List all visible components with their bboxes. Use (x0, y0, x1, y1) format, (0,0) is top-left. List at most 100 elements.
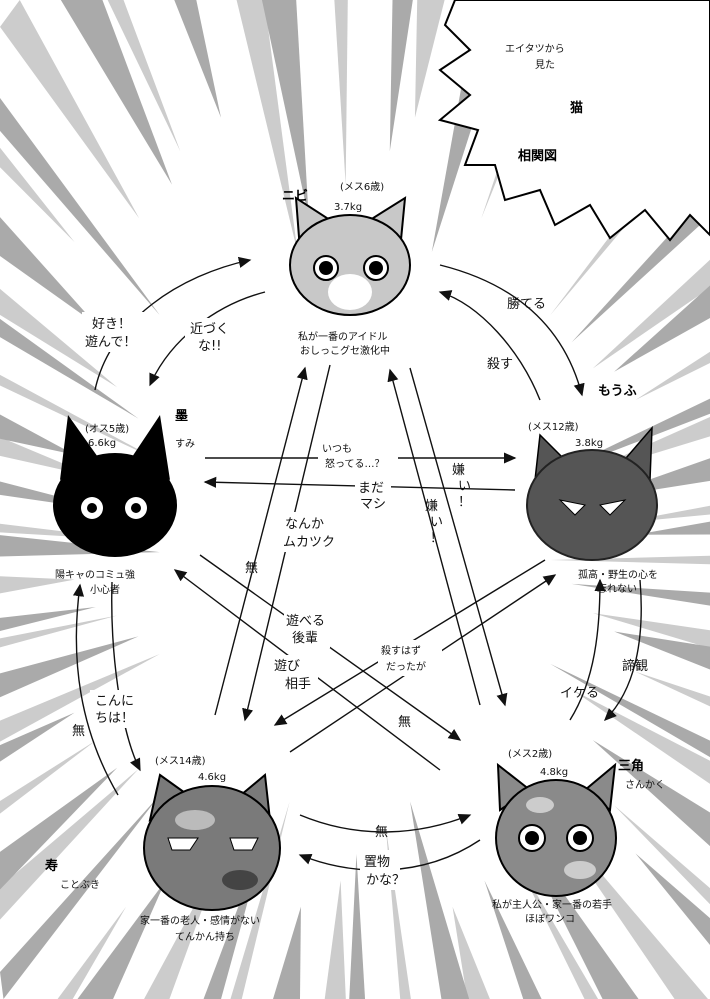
label-sumi-nibi-2: 遊んで！ (85, 335, 136, 350)
speed-line (0, 712, 75, 762)
speed-line (0, 0, 140, 219)
speed-line (614, 505, 710, 524)
cat-desc: 私が一番のアイドル (298, 330, 388, 343)
cat-head-kotobuki (143, 785, 281, 911)
speed-line (592, 613, 710, 649)
speed-line (0, 147, 75, 243)
speed-line (550, 555, 710, 565)
speed-line (571, 583, 710, 606)
cat-head-sankaku (495, 779, 617, 897)
label-sankaku-nibi-2: い (430, 515, 443, 530)
title-burst: エイタツから 見た 猫 相関図 (437, 0, 710, 242)
cat-reading: さんかく (625, 779, 665, 791)
arrow-sumi-kotobuki (111, 581, 141, 772)
cat-sankaku: 三角 さんかく (メス2歳) 4.8kg 私が主人公・家一番の若手 ほぼワンコ (492, 748, 665, 925)
speed-line (273, 906, 301, 999)
label-sankaku-sumi-1: 遊び (274, 659, 300, 674)
cat-head-nibi (289, 214, 411, 316)
cat-weight: 6.6kg (88, 438, 116, 449)
speed-line (77, 880, 166, 999)
cat-desc: 小心者 (90, 584, 120, 596)
speed-line (0, 414, 75, 455)
label-sumi-nibi-1: 好き！ (92, 317, 131, 332)
label-nibi-moufu: 勝てる (507, 297, 546, 312)
speed-line (0, 607, 96, 632)
cat-info: (オス5歳) (85, 423, 129, 435)
cat-weight: 3.8kg (575, 438, 603, 449)
speed-line (592, 740, 710, 847)
arrow-kotobuki-sankaku (299, 813, 472, 833)
label-nibi-sankaku-2: い (458, 479, 471, 494)
speed-line (484, 880, 542, 999)
speed-line (452, 906, 490, 999)
label-sankaku-nibi-3: ！ (430, 531, 443, 546)
label-nibi-kotobuki-2: ムカツク (283, 535, 335, 550)
cat-name: 寿 (45, 858, 58, 874)
label-moufu-sumi-1: まだ (358, 481, 384, 496)
label-sumi-sankaku-1: 遊べる (286, 614, 325, 629)
cat-reading: すみ (175, 438, 195, 450)
speed-line (614, 631, 710, 670)
cat-desc: おしっこグセ激化中 (300, 344, 390, 357)
label-sankaku-kotobuki-2: かな？ (366, 873, 405, 888)
speed-line (0, 767, 118, 890)
cat-desc: 家一番の老人・感情がない (140, 914, 260, 927)
label-sumi-sankaku-2: 後輩 (292, 631, 318, 646)
label-kotobuki-nibi: 無 (245, 561, 258, 576)
speed-line (0, 318, 139, 419)
arrow-kotobuki-sumi (72, 583, 119, 796)
cat-sumi: 墨 すみ (オス5歳) 6.6kg 陽キャのコミュ強 小心者 (53, 409, 195, 596)
speed-line (0, 769, 139, 920)
speed-line (0, 374, 160, 462)
speed-line (0, 576, 75, 594)
speed-line (389, 0, 413, 152)
speed-line (571, 689, 710, 784)
speed-line (0, 288, 118, 388)
label-kotobuki-sumi: 無 (72, 724, 85, 739)
label-moufu-kotobuki-1: 殺すはず (381, 644, 421, 657)
speed-line (385, 827, 411, 999)
cat-name: 三角 (618, 758, 644, 774)
arrow-sankaku-moufu (569, 578, 606, 721)
cat-desc: ほぼワンコ (525, 913, 575, 925)
speed-line (60, 0, 173, 185)
cat-desc: 私が主人公・家一番の若手 (492, 898, 612, 911)
speed-line (635, 853, 710, 945)
arrow-moufu-sankaku (604, 579, 642, 721)
title-main1: 猫 (570, 100, 583, 116)
arrow-sankaku-nibi (387, 368, 481, 706)
cat-name: もうふ (598, 384, 637, 399)
cat-info: (メス14歳) (155, 755, 206, 767)
label-sankaku-sumi-2: 相手 (285, 677, 311, 692)
cat-desc: 陽キャのコミュ強 (55, 568, 135, 581)
speed-line (174, 0, 221, 118)
cat-desc: 忘れない (597, 582, 637, 595)
label-sumi-moufu-2: 怒ってる…？ (325, 457, 385, 470)
speed-line (107, 0, 181, 152)
cat-moufu: もうふ (メス12歳) 3.8kg 孤高・野生の心を 忘れない (526, 384, 658, 595)
label-sumi-kotobuki-1: こんに (95, 694, 134, 709)
arrow-nibi-moufu (439, 264, 585, 397)
speed-line (635, 521, 710, 535)
cat-name: 墨 (175, 409, 188, 424)
speed-line (614, 805, 710, 905)
arrow-kotobuki-nibi (214, 366, 308, 716)
label-moufu-nibi: 殺す (487, 357, 513, 372)
speed-line (324, 880, 346, 999)
label-moufu-kotobuki-2: だったが (386, 660, 426, 673)
speed-line (349, 854, 366, 999)
speed-line (0, 740, 96, 814)
speed-line (614, 285, 710, 372)
speed-line (516, 827, 639, 999)
label-sankaku-nibi-1: 嫌 (425, 499, 438, 514)
speed-line (635, 351, 710, 400)
label-sumi-moufu-1: いつも (322, 443, 352, 455)
label-nibi-sankaku-1: 嫌 (452, 463, 465, 478)
label-sankaku-moufu: イケる (560, 686, 599, 701)
speed-line (334, 0, 348, 185)
arrow-moufu-nibi (438, 290, 541, 401)
title-main2: 相関図 (518, 148, 557, 164)
cat-info: (メス2歳) (508, 748, 552, 760)
label-moufu-sumi-2: マシ (360, 497, 386, 512)
